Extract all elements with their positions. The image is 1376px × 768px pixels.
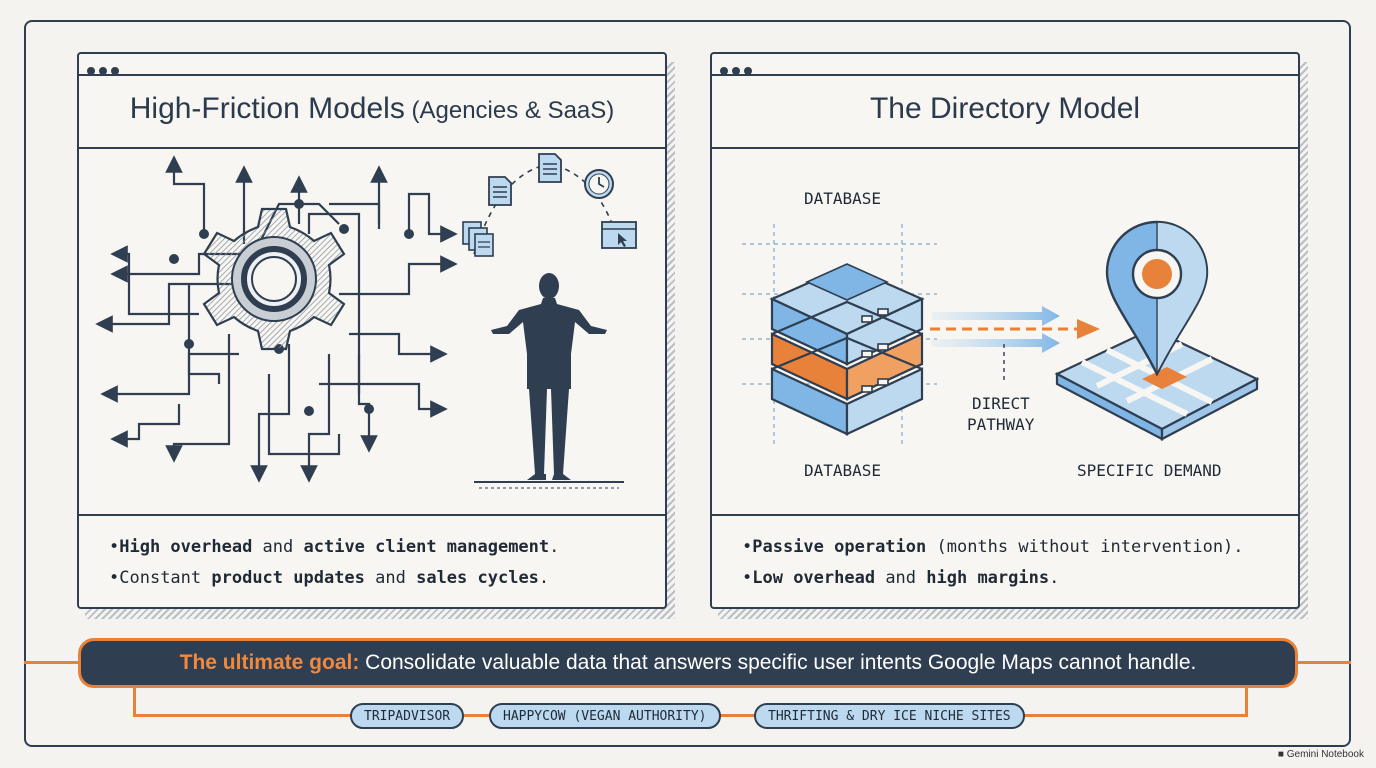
directory-illustration: DATABASE DATABASE [742, 189, 1260, 480]
server-stack-icon [742, 224, 937, 444]
tag-thrifting: THRIFTING & DRY ICE NICHE SITES [754, 703, 1025, 729]
document-icon [538, 153, 562, 183]
window-dots [720, 60, 756, 79]
label-direct: DIRECT [972, 394, 1030, 413]
person-silhouette-icon [491, 273, 607, 480]
brand-watermark: ■ Gemini Notebook [1277, 749, 1364, 760]
tag-tripadvisor: TRIPADVISOR [350, 703, 465, 729]
connector-down-right [1245, 686, 1248, 716]
title-main: High-Friction Models [129, 92, 405, 125]
browser-window-icon [601, 221, 637, 249]
map-pin-icon [1105, 220, 1209, 377]
direct-pathway-arrows [930, 306, 1100, 384]
label-pathway: PATHWAY [967, 415, 1035, 434]
document-stack-icon [462, 221, 494, 257]
document-icon [488, 176, 512, 206]
directory-model-panel: The Directory Model DATABASE [710, 52, 1300, 609]
window-dots [87, 60, 123, 79]
bullet-item: Constant product updates and sales cycle… [109, 563, 559, 594]
right-bullets: Passive operation (months without interv… [742, 532, 1244, 594]
panel-title: The Directory Model [869, 92, 1141, 125]
label-specific-demand: SPECIFIC DEMAND [1077, 461, 1222, 480]
clock-icon [584, 169, 614, 199]
bullet-item: Passive operation (months without interv… [742, 532, 1243, 563]
tag-happycow: HAPPYCOW (VEGAN AUTHORITY) [489, 703, 721, 729]
title-sub: (Agencies & SaaS) [404, 97, 615, 124]
bullet-item: Low overhead and high margins. [742, 563, 1244, 594]
panel-title: High-Friction Models (Agencies & SaaS) [79, 92, 665, 126]
label-database-bottom: DATABASE [804, 461, 881, 480]
connector-down-left [133, 686, 136, 716]
goal-highlight: The ultimate goal: [179, 651, 360, 674]
gear-icon [202, 207, 346, 351]
bullet-item: High overhead and active client manageme… [109, 532, 559, 563]
high-friction-panel: High-Friction Models (Agencies & SaaS) [77, 52, 667, 609]
junction-dots [169, 199, 414, 416]
friction-illustration [95, 153, 637, 489]
ultimate-goal-banner: The ultimate goal: Consolidate valuable … [78, 638, 1298, 688]
goal-text: Consolidate valuable data that answers s… [359, 651, 1197, 674]
map-icon [1054, 327, 1260, 441]
connector-left [24, 661, 80, 664]
outer-frame [24, 20, 1351, 747]
left-bullets: High overhead and active client manageme… [109, 532, 559, 594]
connector-right [1296, 661, 1351, 664]
label-database-top: DATABASE [804, 189, 881, 208]
